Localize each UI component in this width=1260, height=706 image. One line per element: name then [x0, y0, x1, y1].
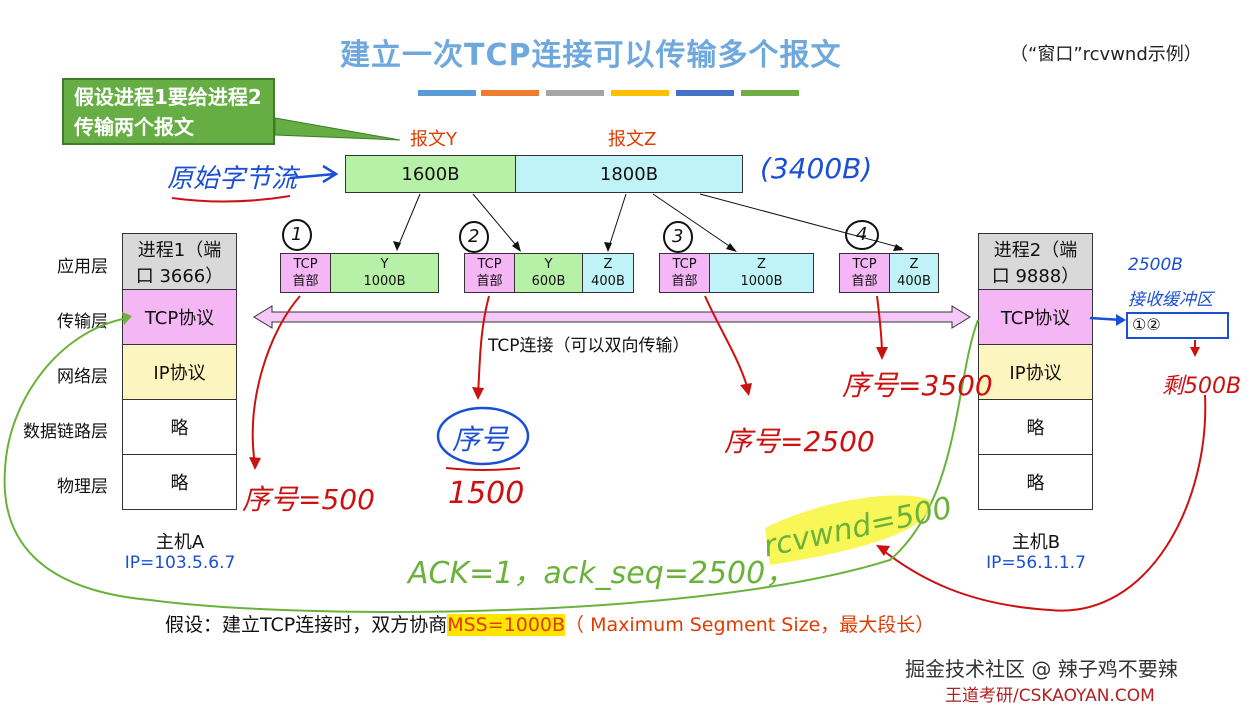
- data-size: 1000B: [363, 274, 406, 289]
- host-b-process: 进程2（端口 9888）: [978, 233, 1093, 290]
- assumption-callout: 假设进程1要给进程2传输两个报文: [62, 78, 275, 145]
- segment2-tcp-header: TCP 首部: [464, 253, 515, 293]
- raw-stream-arrow: [289, 172, 336, 180]
- host-a-tcp: TCP协议: [122, 289, 237, 345]
- split-arrowheads: [393, 241, 904, 252]
- host-a-ip: IP协议: [122, 344, 237, 400]
- color-bar: [481, 90, 539, 96]
- step-1-number: 1: [291, 224, 303, 245]
- message-y-label: 报文Y: [410, 129, 457, 150]
- header-label: 首部: [292, 274, 319, 289]
- buffer-label-note: 接收缓冲区: [1128, 290, 1213, 310]
- stream-z-block: 1800B: [515, 155, 743, 193]
- host-b-name: 主机B: [1011, 532, 1061, 553]
- layer-label-application: 应用层: [57, 257, 108, 277]
- seq-label-note: 序号: [452, 423, 509, 456]
- tcp-connection-arrow: [253, 305, 971, 329]
- page-title: 建立一次TCP连接可以传输多个报文: [340, 38, 842, 73]
- seq-circle: [436, 406, 530, 466]
- segment3-z-data: Z 1000B: [709, 253, 814, 293]
- buffer-size-note: 2500B: [1128, 255, 1183, 275]
- seq-arrowheads: [249, 347, 1200, 556]
- split-arrows: [396, 193, 903, 251]
- data-label: Y: [544, 257, 553, 272]
- segment1-tcp-header: TCP 首部: [280, 253, 331, 293]
- note-prefix: 假设：建立TCP连接时，双方协商: [165, 614, 448, 636]
- header-label: TCP: [852, 257, 877, 272]
- data-label: Z: [603, 257, 613, 272]
- message-z-label: 报文Z: [608, 129, 657, 150]
- raw-stream-underline: [171, 195, 291, 203]
- color-bar: [418, 90, 476, 96]
- data-size: 1000B: [740, 274, 783, 289]
- header-label: 首部: [476, 274, 503, 289]
- footer-watermark: 掘金技术社区 @ 辣子鸡不要辣: [905, 657, 1178, 681]
- host-b-phys: 略: [978, 454, 1093, 510]
- stream-y-block: 1600B: [345, 155, 516, 193]
- footer-site: 王道考研/CSKAOYAN.COM: [945, 686, 1155, 706]
- data-size: 600B: [531, 274, 566, 289]
- layer-label-physical: 物理层: [57, 477, 108, 497]
- buffer-content: ①②: [1132, 315, 1161, 334]
- color-bar: [611, 90, 669, 96]
- page-subtitle: （“窗口”rcvwnd示例）: [1010, 44, 1202, 65]
- data-size: 400B: [897, 274, 931, 289]
- segment2-y-data: Y 600B: [514, 253, 583, 293]
- host-a-phys: 略: [122, 454, 237, 510]
- step-2-number: 2: [468, 226, 480, 247]
- color-bar: [741, 90, 799, 96]
- header-label: TCP: [477, 257, 502, 272]
- data-label: Y: [380, 257, 389, 272]
- tcp-connection-label: TCP连接（可以双向传输）: [488, 336, 690, 356]
- color-bar: [676, 90, 734, 96]
- step-circles: [282, 219, 879, 253]
- host-b-ip: IP协议: [978, 344, 1093, 400]
- segment2-z-data: Z 400B: [582, 253, 634, 293]
- receive-buffer-box: [1126, 312, 1229, 339]
- layer-label-network: 网络层: [57, 367, 108, 387]
- host-b-tcp: TCP协议: [978, 289, 1093, 345]
- host-a-name: 主机A: [155, 532, 205, 553]
- header-label: TCP: [672, 257, 697, 272]
- layer-label-datalink: 数据链路层: [23, 422, 108, 442]
- segment1-y-data: Y 1000B: [330, 253, 439, 293]
- data-label: Z: [909, 257, 919, 272]
- step-3-number: 3: [672, 226, 684, 247]
- ack-note: ACK=1，ack_seq=2500，: [408, 556, 796, 591]
- color-bar: [546, 90, 604, 96]
- header-label: 首部: [851, 274, 878, 289]
- header-label: TCP: [293, 257, 318, 272]
- note-rest: （ Maximum Segment Size，最大段长）: [565, 614, 935, 636]
- step-4-number: 4: [856, 224, 868, 245]
- rcvwnd-highlight: [765, 495, 931, 565]
- segment4-z-data: Z 400B: [889, 253, 939, 293]
- host-a-process: 进程1（端口 3666）: [122, 233, 237, 290]
- seq-3500-note: 序号=3500: [842, 369, 993, 402]
- seq-1500-note: 1500: [448, 476, 525, 511]
- layer-label-transport: 传输层: [57, 312, 108, 332]
- header-label: 首部: [671, 274, 698, 289]
- data-label: Z: [757, 257, 766, 272]
- seq-2500-note: 序号=2500: [724, 425, 875, 458]
- host-b-ip-address: IP=56.1.1.7: [986, 553, 1086, 573]
- host-a-ip-address: IP=103.5.6.7: [124, 553, 236, 573]
- host-a-link: 略: [122, 399, 237, 455]
- raw-stream-note: 原始字节流: [167, 164, 298, 194]
- seq-arrows: [251, 295, 1207, 612]
- assumption-note: 假设：建立TCP连接时，双方协商MSS=1000B（ Maximum Segme…: [165, 610, 934, 637]
- total-size-note: (3400B): [760, 152, 873, 185]
- data-size: 400B: [591, 274, 625, 289]
- seq-500-note: 序号=500: [242, 483, 375, 516]
- remaining-note: 剩500B: [1162, 374, 1242, 399]
- callout-pointer: [274, 117, 401, 141]
- mss-value: MSS=1000B: [447, 614, 566, 636]
